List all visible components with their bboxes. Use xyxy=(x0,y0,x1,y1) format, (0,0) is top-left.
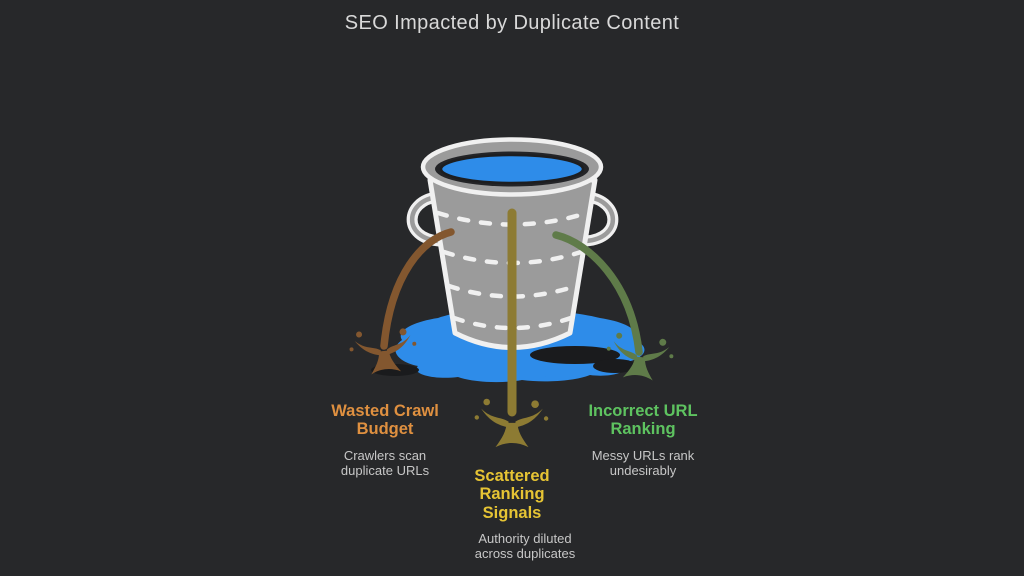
puddle-shadow xyxy=(530,346,620,364)
leak-heading: Incorrect URL Ranking xyxy=(588,402,698,439)
label-scattered-ranking-signals: Scattered Ranking Signals Authority dilu… xyxy=(460,467,575,562)
puddle-shadow xyxy=(593,359,637,373)
leak-description: Crawlers scan duplicate URLs xyxy=(340,447,430,479)
bucket-rim xyxy=(420,137,604,197)
leak-heading: Wasted Crawl Budget xyxy=(331,402,439,439)
leak-stream-right xyxy=(552,231,643,356)
leak-description: Messy URLs rank undesirably xyxy=(591,447,695,479)
page-title: SEO Impacted by Duplicate Content xyxy=(344,12,680,34)
leak-description: Authority diluted across duplicates xyxy=(474,531,576,562)
label-wasted-crawl-budget: Wasted Crawl Budget Crawlers scan duplic… xyxy=(319,402,451,478)
leak-streams xyxy=(380,208,643,417)
label-incorrect-url-ranking: Incorrect URL Ranking Messy URLs rank un… xyxy=(573,402,713,478)
leak-stream-left xyxy=(380,228,455,350)
leak-heading: Scattered Ranking Signals xyxy=(474,467,550,522)
water-surface xyxy=(439,153,585,185)
